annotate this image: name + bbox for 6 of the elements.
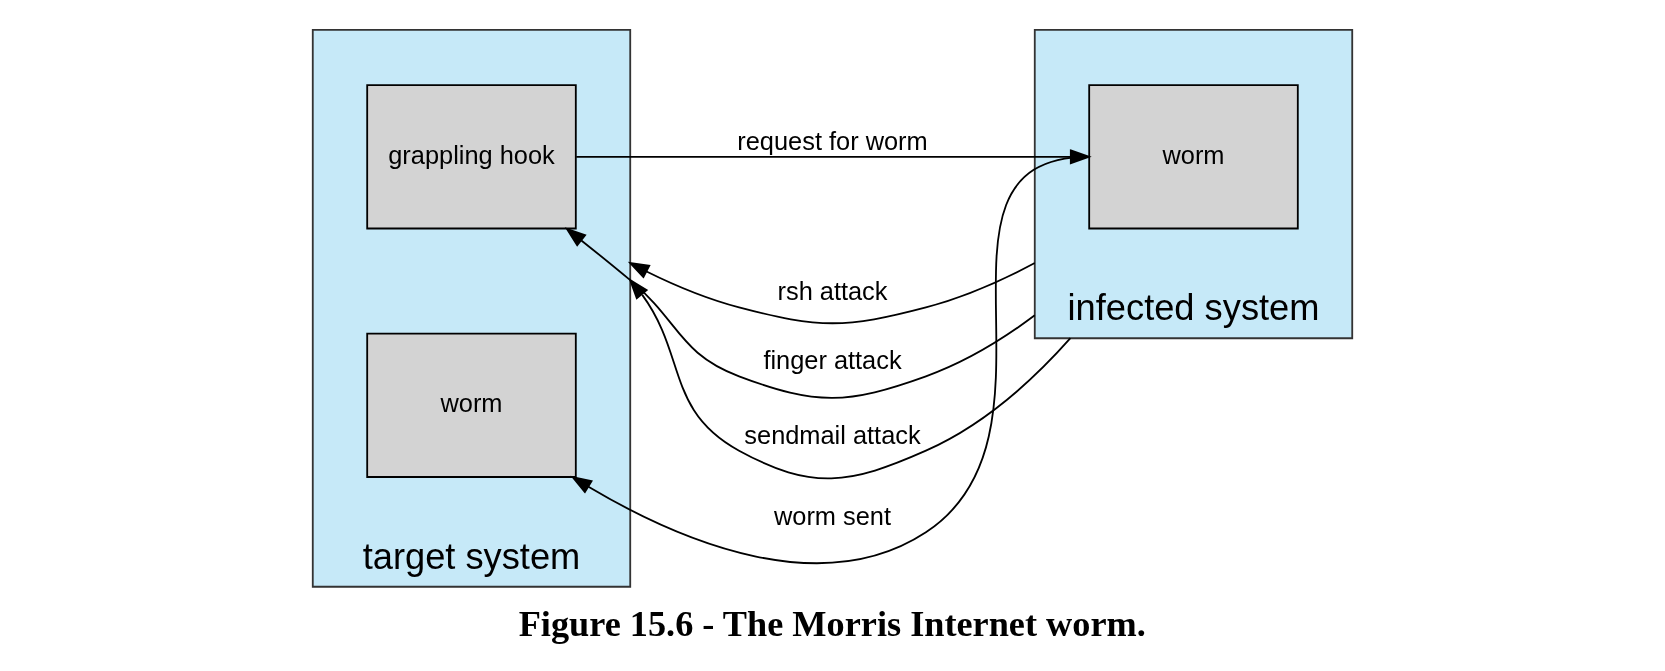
edge-label: rsh attack: [777, 277, 888, 306]
edge-label: worm sent: [773, 502, 892, 531]
edge-label: finger attack: [763, 346, 902, 375]
edge-label: sendmail attack: [744, 420, 921, 449]
caption: Figure 15.6 - The Morris Internet worm.: [518, 603, 1146, 644]
edge-label: request for worm: [737, 126, 928, 155]
